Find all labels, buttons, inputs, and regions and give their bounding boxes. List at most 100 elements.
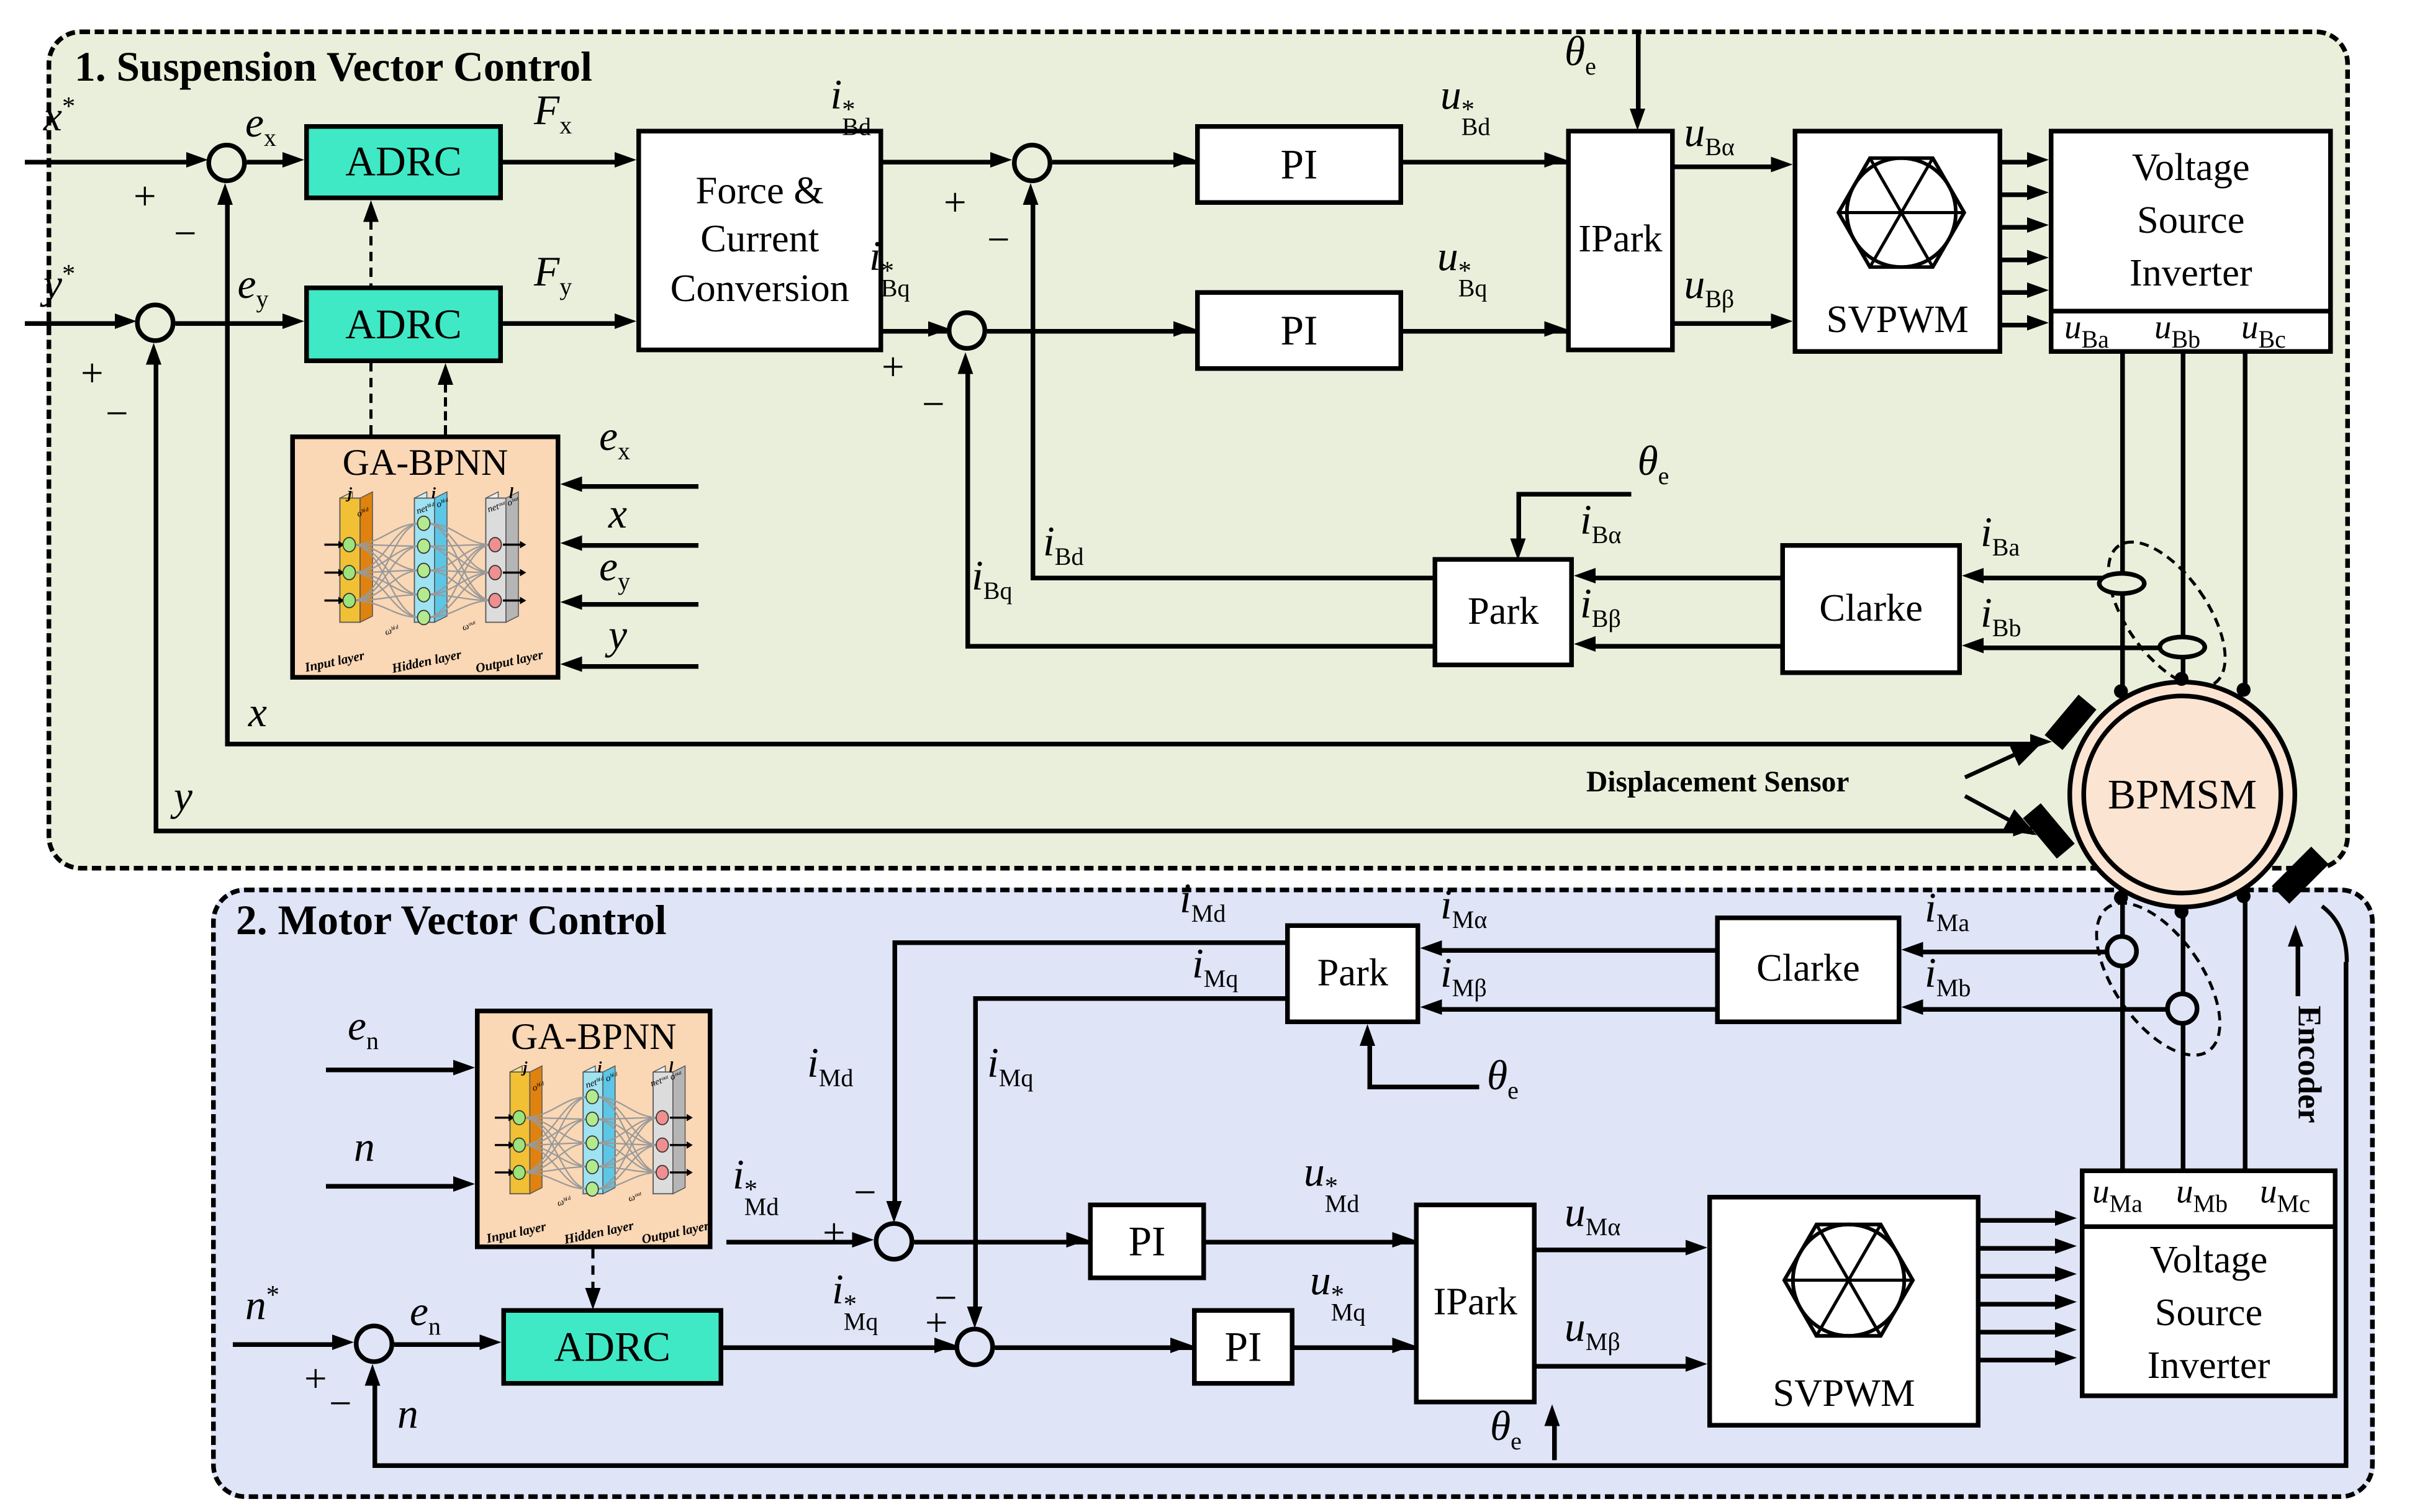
gate-wire — [1981, 1302, 2058, 1306]
sum-junction-n — [354, 1323, 394, 1364]
vsi1-line3: Inverter — [2129, 252, 2252, 294]
nn-tag-l: l — [509, 485, 513, 503]
arrowhead — [2055, 1322, 2077, 1338]
neural-network-graphic — [307, 486, 553, 647]
label-iMd-out: iMd — [1180, 875, 1226, 928]
label-uBa: uBa — [2064, 307, 2109, 354]
wire — [2295, 943, 2300, 996]
wire — [1367, 1043, 1371, 1088]
wire — [503, 321, 618, 325]
wire-iBq-vert — [965, 371, 970, 649]
pi3-block: PI — [1088, 1202, 1206, 1280]
gate-wire — [1981, 1330, 2058, 1334]
label-uMbeta: uMβ — [1565, 1303, 1620, 1356]
sign-minus: − — [934, 1276, 957, 1321]
arrowhead — [217, 183, 233, 205]
arrowhead — [453, 1060, 475, 1076]
wire-iMq-vert — [973, 996, 977, 1310]
bpmsm-machine: BPMSM — [2081, 693, 2283, 896]
gabpnn1-block: GA-BPNN j i l oʰⁱᵈ netʰⁱᵈ oʰⁱᵈ netᵒᵘᵗ oᵒ… — [290, 434, 561, 680]
label-iBa: iBa — [1981, 509, 2020, 562]
encoder-link — [2321, 904, 2349, 963]
wire — [1537, 1248, 1689, 1252]
label-iBq: iBq — [972, 552, 1013, 605]
sign-plus: + — [882, 344, 905, 390]
arrowhead — [186, 152, 208, 168]
section2-title: 2. Motor Vector Control — [236, 897, 667, 943]
wire — [883, 160, 992, 164]
label-uBb: uBb — [2154, 307, 2201, 354]
arrowhead — [2027, 282, 2049, 298]
wire — [723, 1345, 956, 1349]
park2-block: Park — [1285, 923, 1421, 1024]
label-x-feedback: x — [248, 689, 267, 736]
label-n-feedback: n — [397, 1390, 418, 1437]
nn-tag-j: j — [523, 1060, 528, 1078]
arrowhead — [1901, 999, 1923, 1015]
gate-wire — [2002, 192, 2030, 197]
label-iMa: iMa — [1925, 884, 1970, 937]
label-uBalpha: uBα — [1684, 109, 1735, 161]
wire — [1636, 31, 1640, 112]
current-sensor-Ba — [2097, 571, 2147, 596]
label-e-x: ex — [245, 99, 276, 152]
current-sensor-Mb — [2165, 991, 2200, 1026]
wire — [1922, 1007, 2167, 1011]
arrowhead — [1170, 1338, 1192, 1353]
wire-x-feedback-horiz — [225, 742, 2033, 746]
label-n-input: n — [354, 1123, 375, 1170]
wire — [373, 1382, 377, 1464]
vsi2-line1: Voltage — [2149, 1240, 2268, 1282]
label-iMq-out: iMq — [1192, 940, 1239, 993]
label-iMalpha: iMα — [1440, 881, 1488, 934]
terminal-dot — [2174, 904, 2188, 919]
displacement-sensor-arrows — [1964, 741, 2043, 835]
dashed-wire-gabpnn-adrc3 — [591, 1249, 595, 1291]
arrowhead — [1686, 1240, 1707, 1256]
nn-layer-output: Output layer — [640, 1217, 711, 1247]
arrowhead — [2055, 1294, 2077, 1310]
wire-iMd-vert — [892, 940, 897, 1204]
gate-wire — [2002, 258, 2030, 262]
label-y-ref: y* — [43, 259, 76, 307]
section1-title: 1. Suspension Vector Control — [75, 43, 592, 90]
wire — [175, 321, 284, 325]
label-uBc: uBc — [2241, 307, 2286, 354]
label-iMd-vert: iMd — [807, 1040, 854, 1092]
wire — [326, 1184, 456, 1188]
wire — [503, 160, 618, 164]
arrowhead — [957, 352, 973, 374]
vsi2-line3: Inverter — [2147, 1344, 2270, 1387]
arrowhead — [560, 535, 582, 551]
arrowhead — [886, 1201, 902, 1223]
ipark2-block: IPark — [1414, 1202, 1537, 1405]
wire-y-feedback-horiz — [153, 829, 2017, 833]
label-F-x: Fx — [534, 87, 572, 140]
phase-wire-Mc — [2243, 901, 2247, 1169]
label-F-y: Fy — [534, 248, 572, 301]
arrowhead — [282, 152, 304, 168]
arrowhead — [1023, 183, 1039, 205]
wire — [1552, 1423, 1556, 1460]
label-uMa: uMa — [2092, 1171, 2143, 1218]
sum-junction-iBq — [947, 310, 987, 351]
arrowhead — [1901, 942, 1923, 958]
arrowhead — [479, 1334, 502, 1350]
label-en-error: en — [410, 1288, 441, 1341]
gabpnn2-block: GA-BPNN j i l oʰⁱᵈ netʰⁱᵈ oʰⁱᵈ netᵒᵘᵗ oᵒ… — [475, 1009, 713, 1249]
arrowhead — [1420, 999, 1442, 1015]
wire — [995, 1345, 1192, 1349]
nn-tag-i: i — [597, 1060, 602, 1078]
phase-wire-Ba — [2120, 354, 2125, 692]
arrowhead — [1574, 636, 1596, 652]
arrowhead — [2027, 250, 2049, 266]
label-e-y: ey — [237, 261, 269, 313]
wire — [1367, 1084, 1479, 1089]
wire — [580, 664, 698, 668]
gate-wire — [2002, 160, 2030, 164]
arrowhead — [1173, 152, 1195, 168]
sum-junction-iMq — [954, 1326, 995, 1367]
label-theta-e-1: θe — [1565, 28, 1596, 81]
wire — [1982, 575, 2122, 580]
wire — [25, 160, 196, 164]
